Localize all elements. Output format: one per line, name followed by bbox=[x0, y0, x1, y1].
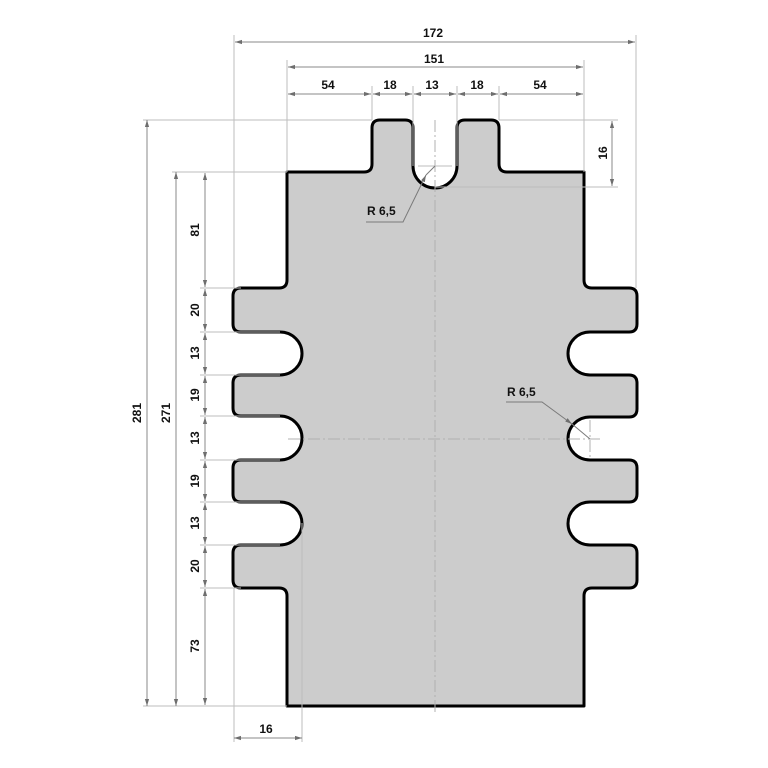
dim-label-281: 281 bbox=[130, 403, 144, 423]
dim-label-vchain-5: 19 bbox=[188, 474, 202, 488]
dim-label-vchain-6: 13 bbox=[188, 516, 202, 530]
dim-label-vchain-7: 20 bbox=[188, 559, 202, 573]
radius-label-side: R 6,5 bbox=[507, 385, 536, 399]
radius-callout-top: R 6,5 bbox=[366, 165, 436, 223]
dim-label-chain-4: 54 bbox=[533, 78, 547, 92]
dim-label-vchain-1: 20 bbox=[188, 303, 202, 317]
dimension-overall-height: 281 bbox=[130, 120, 150, 706]
extension-lines bbox=[143, 35, 637, 742]
dim-label-vchain-0: 81 bbox=[188, 223, 202, 237]
radius-callout-side: R 6,5 bbox=[506, 385, 591, 440]
dimension-chain-top: 54 18 13 18 54 bbox=[288, 78, 583, 97]
dim-label-16-right: 16 bbox=[596, 146, 610, 160]
part-outline bbox=[231, 118, 639, 708]
dim-label-vchain-2: 13 bbox=[188, 346, 202, 360]
dim-label-chain-0: 54 bbox=[321, 78, 335, 92]
dim-label-16-bottom: 16 bbox=[259, 722, 273, 736]
dimension-tooth-depth: 16 bbox=[234, 722, 302, 741]
dim-label-chain-3: 18 bbox=[470, 78, 484, 92]
dim-label-vchain-8: 73 bbox=[188, 639, 202, 653]
radius-label-top: R 6,5 bbox=[367, 204, 396, 218]
dim-label-chain-2: 13 bbox=[425, 78, 439, 92]
dim-label-chain-1: 18 bbox=[383, 78, 397, 92]
dimension-chain-left: 81 20 13 19 13 19 13 20 73 bbox=[188, 173, 208, 705]
dimension-overall-width: 172 bbox=[235, 26, 635, 45]
dim-label-vchain-4: 13 bbox=[188, 431, 202, 445]
dim-label-172: 172 bbox=[423, 26, 443, 40]
dim-label-271: 271 bbox=[159, 403, 173, 423]
dimension-body-width: 151 bbox=[288, 52, 583, 70]
dim-label-vchain-3: 19 bbox=[188, 388, 202, 402]
dimension-body-height: 271 bbox=[159, 172, 179, 706]
dimension-tab-height: 16 bbox=[596, 121, 615, 186]
dim-label-151: 151 bbox=[424, 52, 444, 66]
